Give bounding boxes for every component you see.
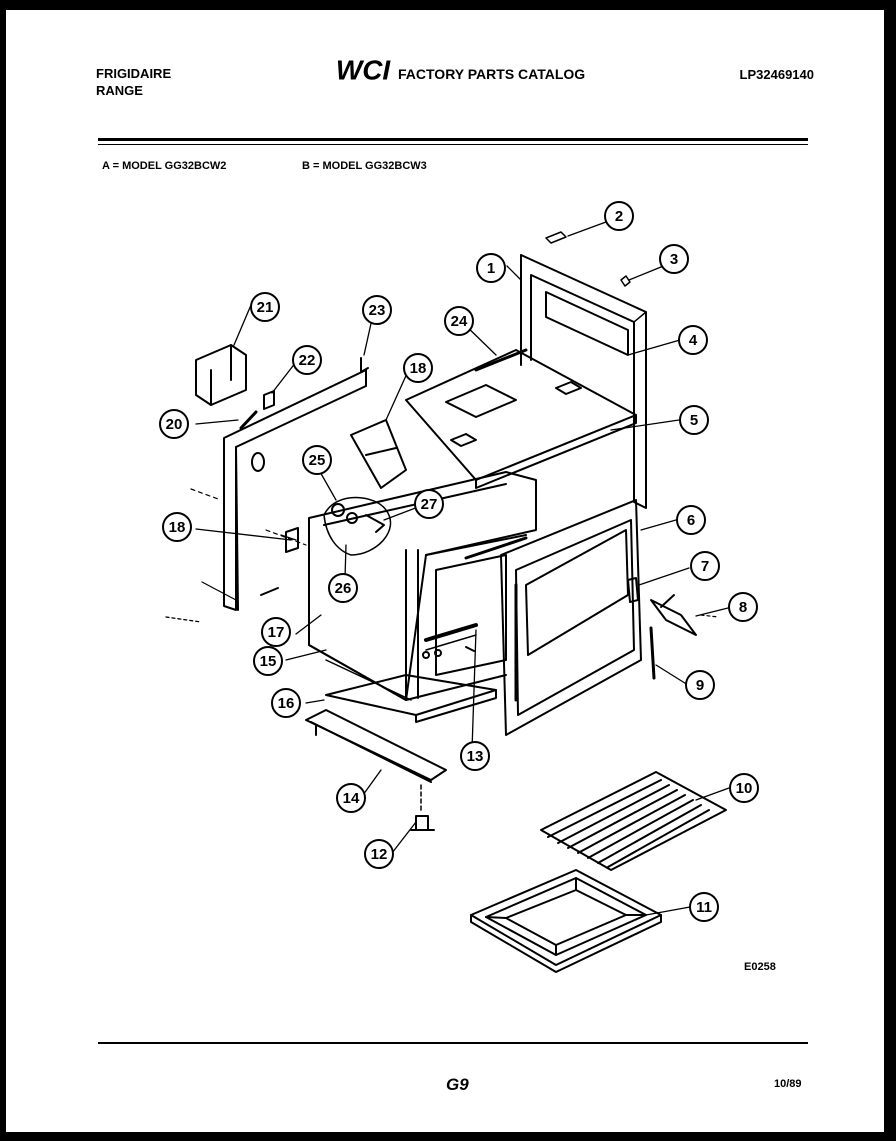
callout-27: 27: [421, 496, 438, 513]
callout-6-circle: [676, 505, 706, 535]
callout-numbers: 1 2 3 4 5 6 7 8 9 10 11 12 13 14 15 16 1…: [166, 208, 753, 916]
callout-14-circle: [336, 783, 366, 813]
callout-22: 22: [299, 352, 316, 369]
callout-3: 3: [670, 251, 678, 268]
callout-23-circle: [362, 295, 392, 325]
callout-13-circle: [460, 741, 490, 771]
callout-15-circle: [253, 646, 283, 676]
model-a-label: A = MODEL GG32BCW2: [102, 160, 227, 172]
callout-23: 23: [369, 302, 386, 319]
callout-12-circle: [364, 839, 394, 869]
oven-rack: [540, 771, 727, 871]
callout-9-circle: [685, 670, 715, 700]
svg-text:WCI: WCI: [336, 54, 392, 84]
small-parts: [195, 231, 719, 701]
callout-16-circle: [271, 688, 301, 718]
callout-16: 16: [278, 695, 295, 712]
wci-logo: WCI: [336, 54, 392, 84]
oven-door: [500, 499, 642, 736]
callout-27-circle: [414, 489, 444, 519]
callout-5-circle: [679, 405, 709, 435]
date-code: 10/89: [774, 1078, 802, 1090]
product-name: RANGE: [96, 83, 143, 98]
bottom-panel: [325, 674, 497, 723]
callout-7: 7: [701, 558, 709, 575]
callout-10: 10: [736, 780, 753, 797]
model-b-label: B = MODEL GG32BCW3: [302, 160, 427, 172]
callout-11-circle: [689, 892, 719, 922]
callout-1: 1: [487, 260, 495, 277]
leader-lines: [165, 221, 730, 916]
callout-24-circle: [444, 306, 474, 336]
back-panel: [520, 254, 647, 509]
callout-1-circle: [476, 253, 506, 283]
callout-21-circle: [250, 292, 280, 322]
callout-4-circle: [678, 325, 708, 355]
callout-26: 26: [335, 580, 352, 597]
part-number: LP32469140: [739, 67, 814, 82]
callout-6: 6: [687, 512, 695, 529]
callout-22-circle: [292, 345, 322, 375]
footer-rule: [98, 1042, 808, 1044]
callout-18a-circle: [162, 512, 192, 542]
header-rule: [98, 138, 808, 141]
callout-21: 21: [257, 299, 274, 316]
oven-top: [405, 348, 637, 489]
callout-14: 14: [343, 790, 360, 807]
callout-10-circle: [729, 773, 759, 803]
callout-18b: 18: [410, 360, 427, 377]
callout-13: 13: [467, 748, 484, 765]
callout-9: 9: [696, 677, 704, 694]
exploded-parts-diagram: 1 2 3 4 5 6 7 8 9 10 11 12 13 14 15 16 1…: [159, 201, 759, 973]
parts-catalog-page: FRIGIDAIRE RANGE WCI FACTORY PARTS CATAL…: [6, 10, 884, 1132]
callout-19-circle: [403, 353, 433, 383]
kick-panel: [305, 709, 447, 811]
callout-18a: 18: [169, 519, 186, 536]
callout-25: 25: [309, 452, 326, 469]
callout-2: 2: [615, 208, 623, 225]
callout-20: 20: [166, 416, 183, 433]
callout-17: 17: [268, 624, 285, 641]
callout-4: 4: [689, 332, 698, 349]
broiler-pan: [470, 869, 662, 973]
callout-3-circle: [659, 244, 689, 274]
callout-8-circle: [728, 592, 758, 622]
brand-name: FRIGIDAIRE: [96, 66, 172, 81]
callout-12: 12: [371, 846, 388, 863]
diagram-code: E0258: [744, 961, 776, 973]
header-rule-thin: [98, 144, 808, 145]
callout-20-circle: [159, 409, 189, 439]
callout-5: 5: [690, 412, 698, 429]
callout-11: 11: [696, 899, 712, 916]
callout-circles: [159, 201, 759, 922]
callout-7-circle: [690, 551, 720, 581]
callout-17-circle: [261, 617, 291, 647]
page-code: G9: [446, 1075, 469, 1094]
callout-25-circle: [302, 445, 332, 475]
callout-8: 8: [739, 599, 747, 616]
callout-2-circle: [604, 201, 634, 231]
callout-26-circle: [328, 573, 358, 603]
catalog-title: FACTORY PARTS CATALOG: [398, 66, 586, 82]
callout-24: 24: [451, 313, 468, 330]
brand-block: FRIGIDAIRE RANGE: [96, 65, 171, 99]
callout-15: 15: [260, 653, 277, 670]
